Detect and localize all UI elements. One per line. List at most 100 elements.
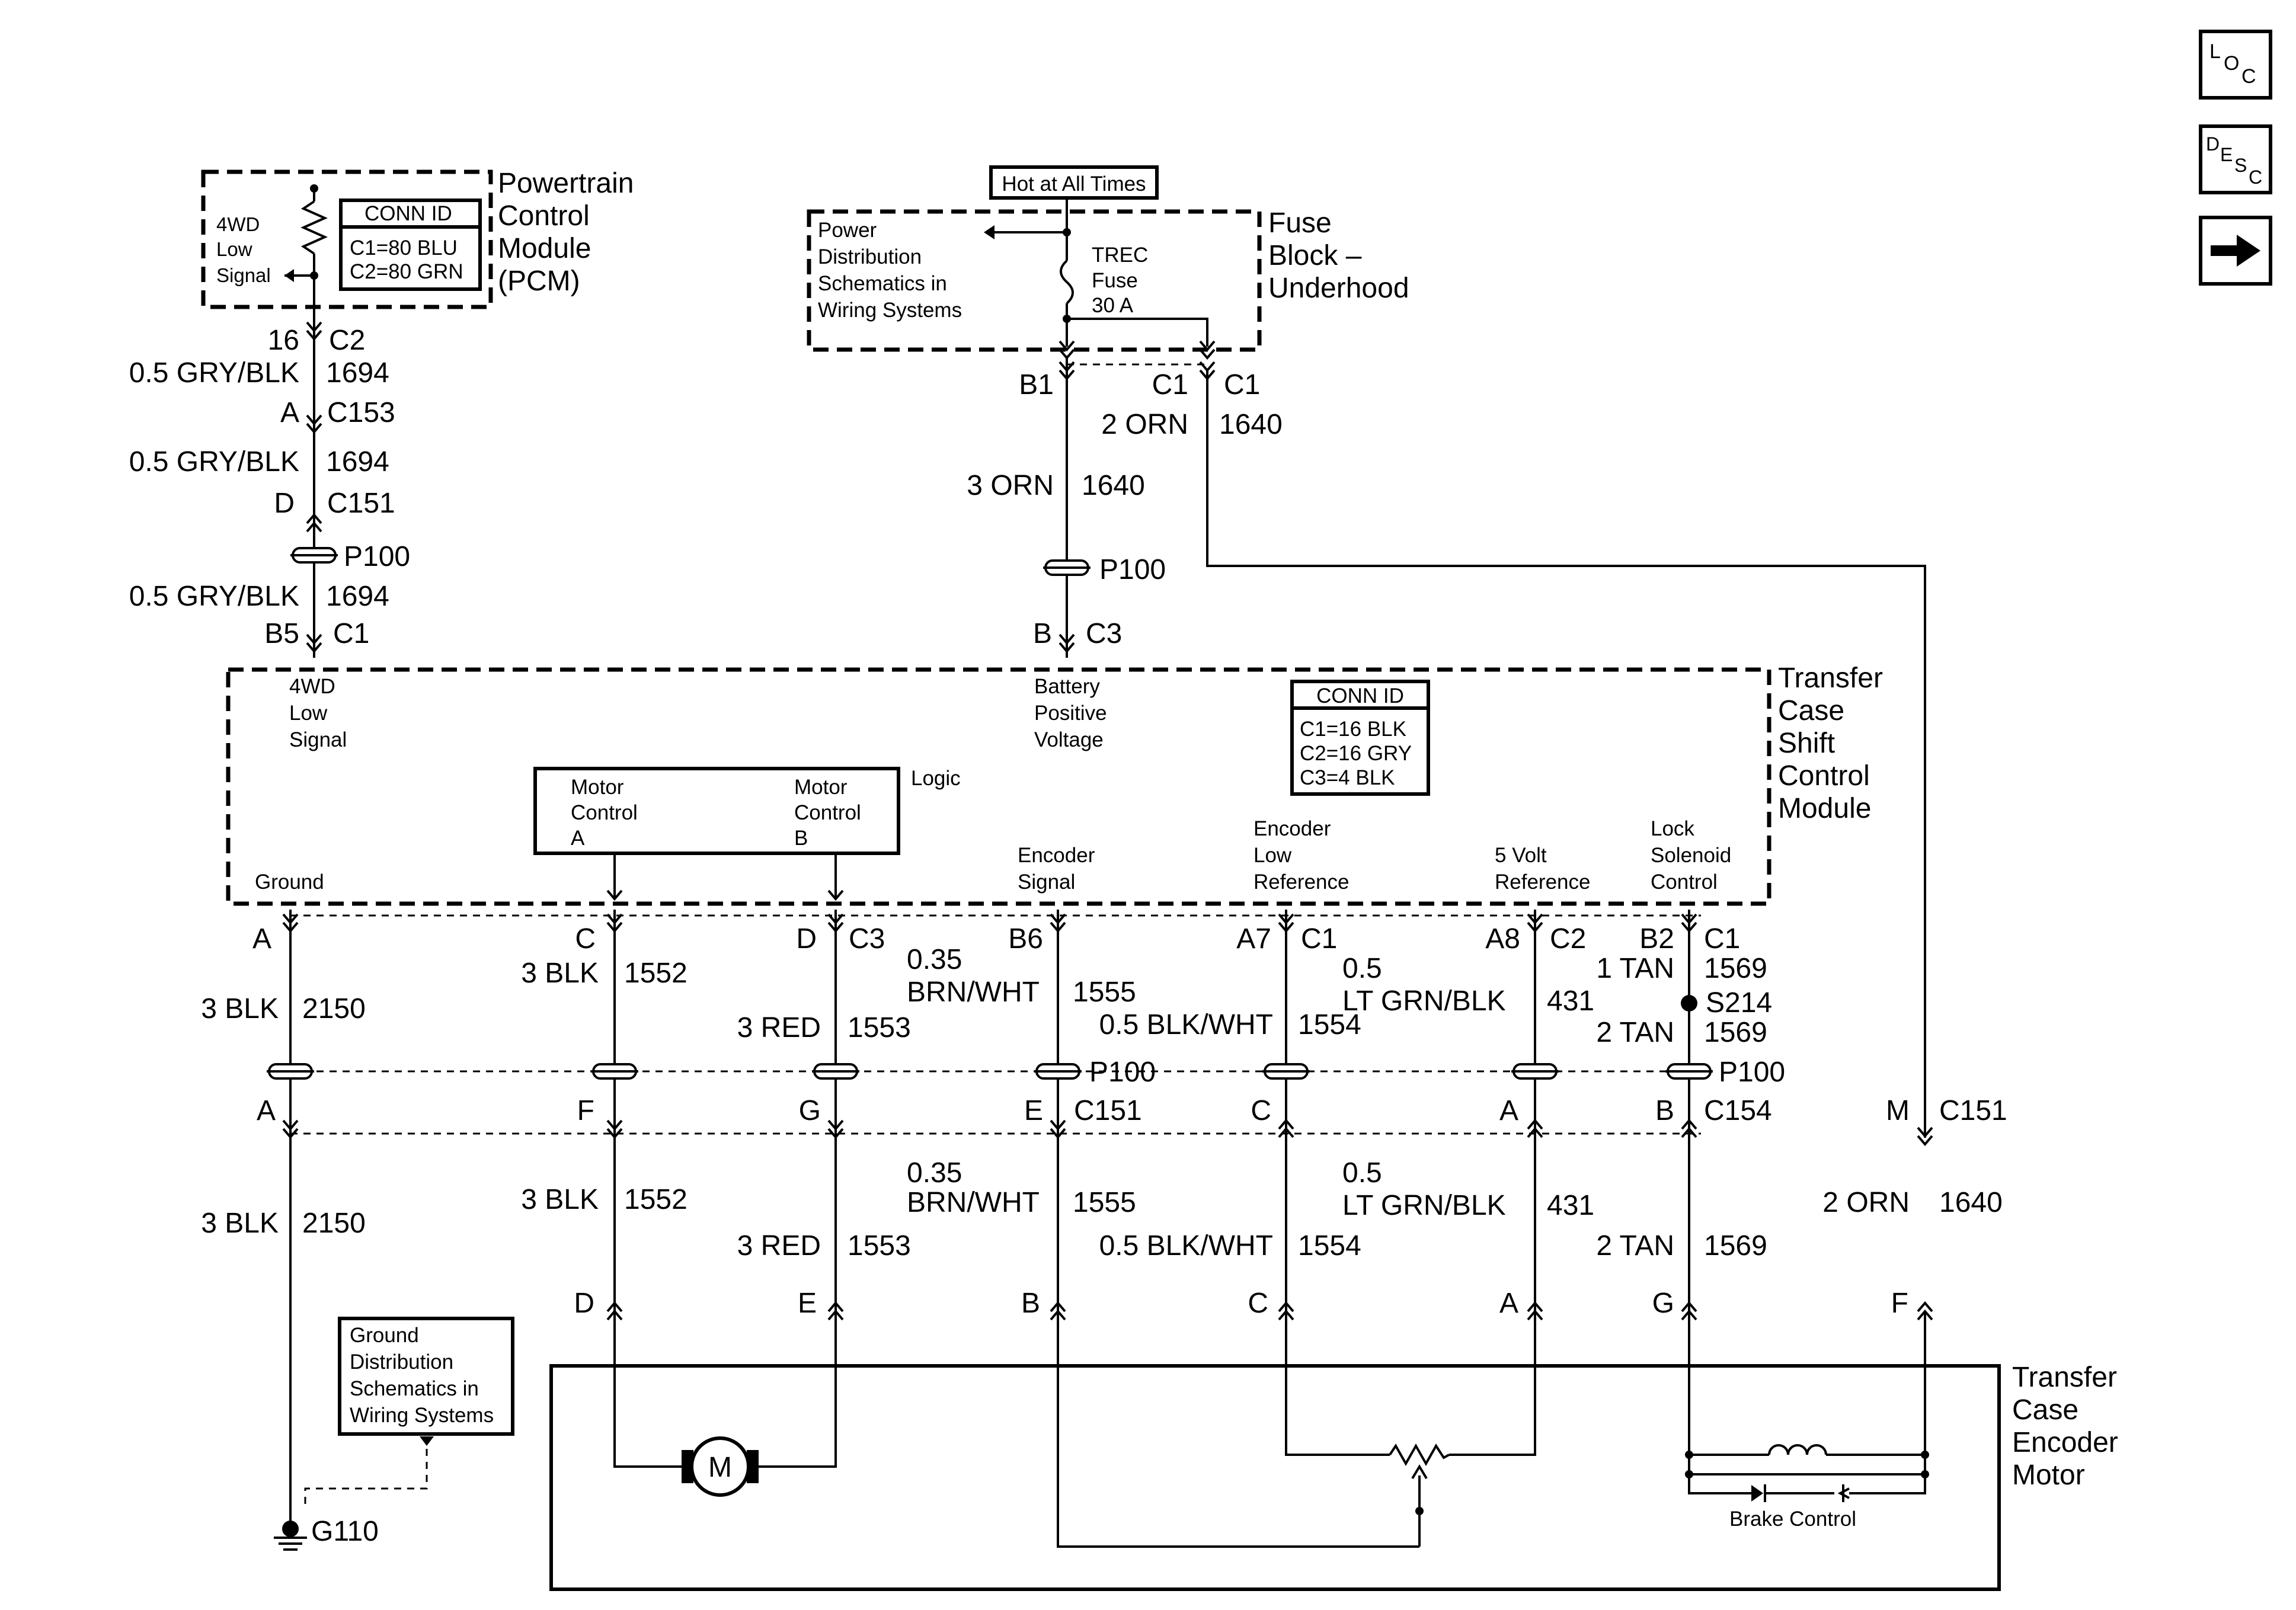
pcm-signal-label: 4WD Low Signal: [216, 213, 271, 286]
c151-pin-g: G: [799, 1095, 821, 1126]
wire-1554-upper: 0.5 BLK/WHT: [1099, 1009, 1273, 1041]
tcsm-pin-b5: B5: [264, 618, 299, 649]
svg-text:Motor: Motor: [2012, 1459, 2085, 1491]
loc-icon: LOC: [2209, 40, 2256, 88]
tcsm-conn-c1-b5: C1: [333, 618, 369, 649]
five-volt-ref-label: 5 Volt Reference: [1495, 844, 1590, 894]
wire-1555-upper-l1: 0.35: [907, 944, 962, 975]
ground-g110-icon: [274, 1521, 307, 1551]
logic-label: Logic: [911, 767, 961, 790]
wire-label-1694b: 0.5 GRY/BLK: [129, 446, 299, 478]
circuit-label-1694c: 1694: [326, 581, 389, 612]
tcsm-box: [226, 667, 1771, 906]
svg-text:Signal: Signal: [1018, 870, 1075, 894]
wire-1552-lower: 3 BLK: [521, 1184, 599, 1215]
encoder-motor-box: [549, 1364, 2001, 1591]
circuit-2150: [266, 910, 315, 1529]
tcsm-battery-label: Battery Positive Voltage: [1034, 675, 1107, 751]
circuit-1640-battery: [1042, 356, 1092, 658]
tcsm-ground-label: Ground: [255, 870, 324, 894]
pcm-conn-c2: C2: [329, 325, 365, 356]
tcsm-conn-c3-d: C3: [849, 923, 885, 955]
circuit-1554-lower: 1554: [1298, 1230, 1361, 1262]
circuit-2150-upper: 2150: [302, 993, 366, 1025]
wire-1553-upper: 3 RED: [737, 1012, 821, 1044]
c154-conn-label: C154: [1704, 1095, 1772, 1126]
pcm-pullup-resistor: [284, 184, 328, 296]
p100-battery: P100: [1099, 554, 1166, 585]
tcsm-pin-b2: B2: [1639, 923, 1674, 955]
tcsm-pin-a7: A7: [1236, 923, 1271, 955]
encoder-low-ref-label: Encoder Low Reference: [1253, 817, 1349, 894]
encoder-motor-title: Transfer Case Encoder Motor: [2012, 1362, 2118, 1491]
svg-text:Transfer: Transfer: [2012, 1362, 2117, 1393]
svg-text:Encoder: Encoder: [1253, 817, 1331, 840]
circuit-431-lower: 431: [1547, 1190, 1594, 1221]
pcm-title: Powertrain Control Module (PCM): [498, 168, 634, 297]
wire-1554-lower: 0.5 BLK/WHT: [1099, 1230, 1273, 1262]
tcsm-4wd-signal-label: 4WD Low Signal: [289, 675, 347, 751]
svg-text:Ground: Ground: [350, 1324, 419, 1347]
motor-pin-d: D: [574, 1288, 594, 1319]
svg-text:4WD: 4WD: [289, 675, 335, 698]
wire-1640-lower: 2 ORN: [1822, 1187, 1910, 1218]
tcsm-conn-c2: C2=16 GRY: [1300, 742, 1412, 765]
circuit-1552-lower: 1552: [624, 1184, 687, 1215]
c151-pin-c: C: [1251, 1095, 1271, 1126]
circuit-1569-upper: 1569: [1704, 953, 1767, 984]
svg-text:Fuse: Fuse: [1268, 207, 1332, 239]
circuit-1640-lower: 1640: [1939, 1187, 2003, 1218]
hot-at-all-times-box: [989, 165, 1159, 200]
svg-text:Module: Module: [498, 233, 591, 264]
fuse-pin-c1a: C1: [1152, 369, 1188, 401]
svg-text:Control: Control: [571, 801, 638, 824]
svg-text:(PCM): (PCM): [498, 265, 580, 297]
wire-label-1694a: 0.5 GRY/BLK: [129, 357, 299, 389]
wire-1552-upper: 3 BLK: [521, 958, 599, 989]
pcm-conn-id-title: CONN ID: [364, 202, 452, 225]
svg-text:Case: Case: [2012, 1394, 2078, 1426]
circuit-label-1694b: 1694: [326, 446, 389, 478]
next-button[interactable]: [2199, 216, 2272, 286]
svg-text:Power: Power: [818, 219, 877, 242]
circuit-label-1640-3orn: 1640: [1082, 470, 1145, 501]
svg-text:Reference: Reference: [1253, 870, 1349, 894]
svg-text:Reference: Reference: [1495, 870, 1590, 894]
ground-distribution-label: Ground Distribution Schematics in Wiring…: [350, 1324, 494, 1427]
wire-1555-upper-l2: BRN/WHT: [907, 977, 1040, 1008]
svg-text:Schematics in: Schematics in: [818, 272, 947, 295]
svg-text:Block –: Block –: [1268, 240, 1362, 271]
wire-label-3orn: 3 ORN: [967, 470, 1054, 501]
svg-text:Low: Low: [289, 702, 328, 725]
wire-2150-upper: 3 BLK: [201, 993, 279, 1025]
tcsm-conn-c1-b2: C1: [1704, 923, 1740, 955]
svg-text:L: L: [2209, 40, 2221, 63]
motor-pin-c: C: [1248, 1288, 1268, 1319]
tcsm-title: Transfer Case Shift Control Module: [1778, 662, 1883, 824]
circuit-label-1694a: 1694: [326, 357, 389, 389]
tcsm-pin-d: D: [796, 923, 817, 955]
trec-fuse: [984, 198, 1216, 359]
wire-2150-lower: 3 BLK: [201, 1208, 279, 1239]
circuit-1694: [289, 296, 339, 658]
c151-pin-a: A: [257, 1095, 276, 1126]
wire-431-lower-l2: LT GRN/BLK: [1342, 1190, 1506, 1221]
tcsm-conn-c2-a8: C2: [1550, 923, 1586, 955]
tcsm-conn-c1-a7: C1: [1301, 923, 1337, 955]
svg-text:Transfer: Transfer: [1778, 662, 1883, 694]
svg-text:M: M: [708, 1452, 732, 1483]
c153-conn: C153: [327, 397, 395, 428]
tcsm-conn-id-title: CONN ID: [1316, 684, 1404, 708]
svg-text:Encoder: Encoder: [2012, 1427, 2118, 1458]
trec-fuse-label: TREC Fuse 30 A: [1092, 244, 1148, 317]
brake-control-label: Brake Control: [1729, 1507, 1856, 1531]
circuit-1553-upper: 1553: [848, 1012, 911, 1044]
svg-text:Positive: Positive: [1034, 702, 1107, 725]
svg-text:Control: Control: [498, 200, 590, 232]
tcsm-conn-c3-b: C3: [1086, 618, 1122, 649]
tcsm-conn-c3: C3=4 BLK: [1300, 766, 1395, 789]
circuit-label-1640-top: 1640: [1219, 409, 1283, 440]
